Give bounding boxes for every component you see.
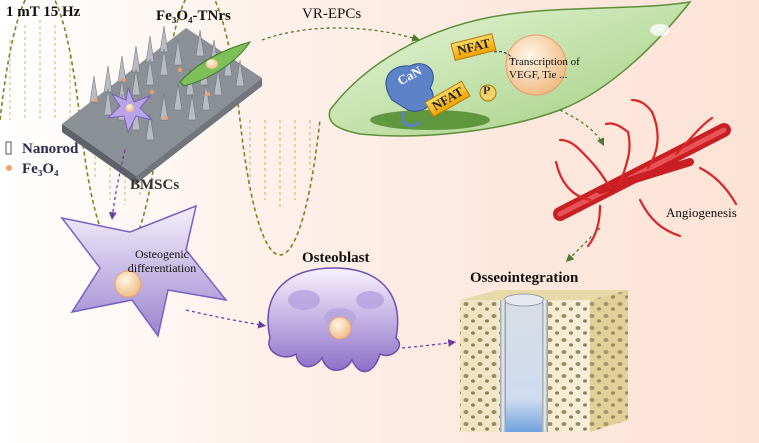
- osteoblast-label: Osteoblast: [302, 250, 370, 266]
- bmscs-label: BMSCs: [130, 177, 180, 193]
- osseointegration-label: Osseointegration: [470, 270, 579, 286]
- fe3o4-legend-label: Fe₃O₄: [22, 161, 59, 177]
- field-strength-label: 1 mT 15 Hz: [6, 4, 81, 20]
- phosphate-label: P: [483, 83, 491, 97]
- vr-epc-cell: [328, 0, 692, 137]
- transcription-label: Transcription of VEGF, Tie ...: [509, 56, 580, 81]
- flow-arrows: [108, 27, 605, 349]
- epc-on-substrate: [179, 41, 252, 87]
- osteoblast-cell: [267, 267, 401, 373]
- osteogenic-differentiation-label: Osteogenic differentiation: [127, 247, 197, 275]
- angiogenesis-label: Angiogenesis: [666, 205, 737, 220]
- vr-epcs-label: VR-EPCs: [302, 6, 362, 22]
- nanorod-legend-icon: [5, 141, 12, 155]
- nanorod-legend-label: Nanorod: [22, 141, 79, 157]
- bmsc-on-substrate: [106, 86, 154, 134]
- fe3o4-legend-icon: [6, 165, 12, 171]
- bone-implant: [460, 290, 628, 432]
- bmsc-cell: [60, 204, 228, 338]
- tnrs-label: Fe₃O₄-TNrs: [156, 8, 231, 24]
- blood-vessel: [553, 98, 738, 248]
